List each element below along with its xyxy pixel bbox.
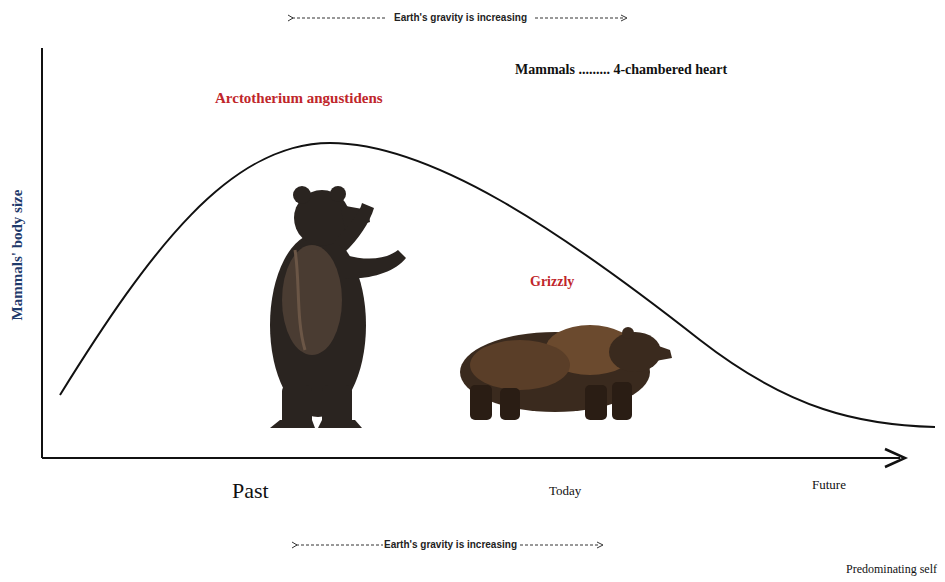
y-axis bbox=[41, 48, 43, 458]
axis-tick: Past bbox=[232, 478, 269, 503]
arctotherium-bear bbox=[270, 186, 406, 428]
axis-arrowhead bbox=[885, 449, 905, 467]
species-label: Arctotherium angustidens bbox=[215, 90, 383, 107]
body-size-curve bbox=[60, 143, 935, 427]
x-axis bbox=[42, 457, 900, 459]
gravity-note: Earth's gravity is increasing bbox=[384, 539, 517, 551]
footer-note: Predominating self bbox=[846, 563, 937, 577]
axis-tick: Future bbox=[812, 478, 846, 493]
grizzly-bear bbox=[460, 325, 672, 420]
heart-note: Mammals ......... 4-chambered heart bbox=[515, 62, 727, 78]
axis-title: Mammals' body size bbox=[9, 190, 26, 321]
species-label: Grizzly bbox=[530, 274, 574, 290]
gravity-note: Earth's gravity is increasing bbox=[394, 12, 527, 24]
axis-tick: Today bbox=[549, 484, 581, 499]
